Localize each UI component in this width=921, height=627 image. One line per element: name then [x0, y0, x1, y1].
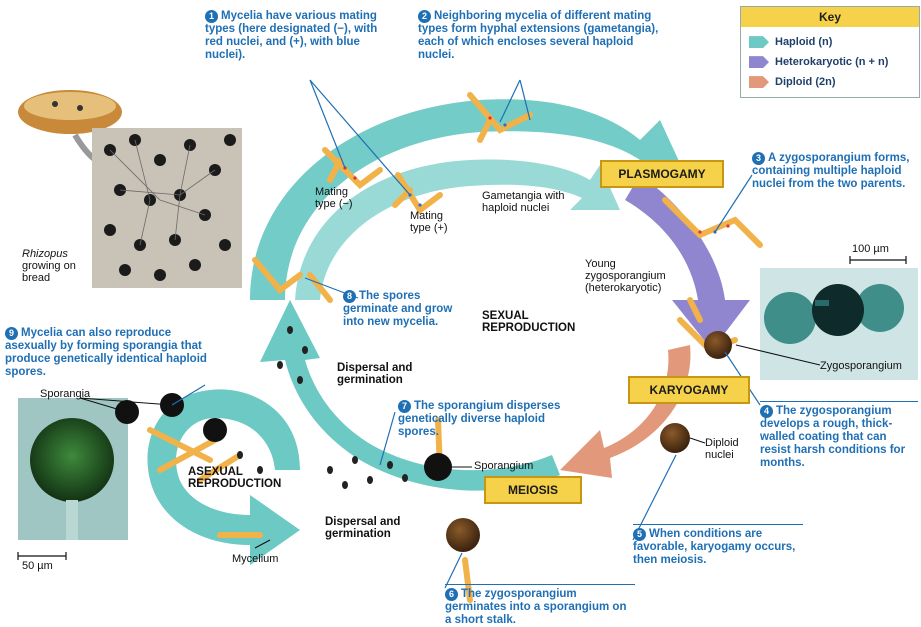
label-dispersal-top: Dispersal and germination: [337, 362, 437, 386]
label-young-zygosporangium: Young zygosporangium (heterokaryotic): [585, 258, 695, 294]
label-sporangia: Sporangia: [40, 388, 110, 400]
scale-label-100um: 100 µm: [852, 243, 889, 255]
stage-meiosis: MEIOSIS: [484, 476, 582, 504]
legend-item-haploid: Haploid (n): [749, 35, 832, 49]
scale-label-50um: 50 µm: [22, 560, 53, 572]
label-asexual-reproduction: ASEXUAL REPRODUCTION: [188, 466, 288, 490]
label-dispersal-bottom: Dispersal and germination: [325, 516, 425, 540]
stage-plasmogamy: PLASMOGAMY: [600, 160, 724, 188]
legend-key: Key Haploid (n) Heterokaryotic (n + n) D…: [740, 6, 920, 98]
diploid-arc: [560, 345, 690, 478]
label-sexual-reproduction: SEXUAL REPRODUCTION: [482, 310, 587, 334]
label-diploid-nuclei: Diploid nuclei: [705, 437, 755, 461]
label-zygosporangium: Zygosporangium: [820, 360, 915, 372]
heterokaryotic-swatch: [749, 56, 769, 68]
sporangium-photo: [18, 398, 128, 540]
legend-item-heterokaryotic: Heterokaryotic (n + n): [749, 55, 888, 69]
label-mating-plus: Mating type (+): [410, 210, 465, 234]
label-rhizopus: Rhizopus growing on bread: [22, 248, 82, 284]
rhizopus-genus-name: Rhizopus: [22, 248, 68, 260]
haploid-swatch: [749, 36, 769, 48]
label-gametangia: Gametangia with haploid nuclei: [482, 190, 602, 214]
label-sporangium: Sporangium: [474, 460, 554, 472]
label-mycelium: Mycelium: [232, 553, 302, 565]
diploid-swatch: [749, 76, 769, 88]
legend-title: Key: [741, 7, 919, 27]
stage-karyogamy: KARYOGAMY: [628, 376, 750, 404]
rhizopus-growing-text: growing on bread: [22, 260, 76, 284]
legend-item-diploid: Diploid (2n): [749, 75, 836, 89]
label-mating-minus: Mating type (−): [315, 186, 370, 210]
